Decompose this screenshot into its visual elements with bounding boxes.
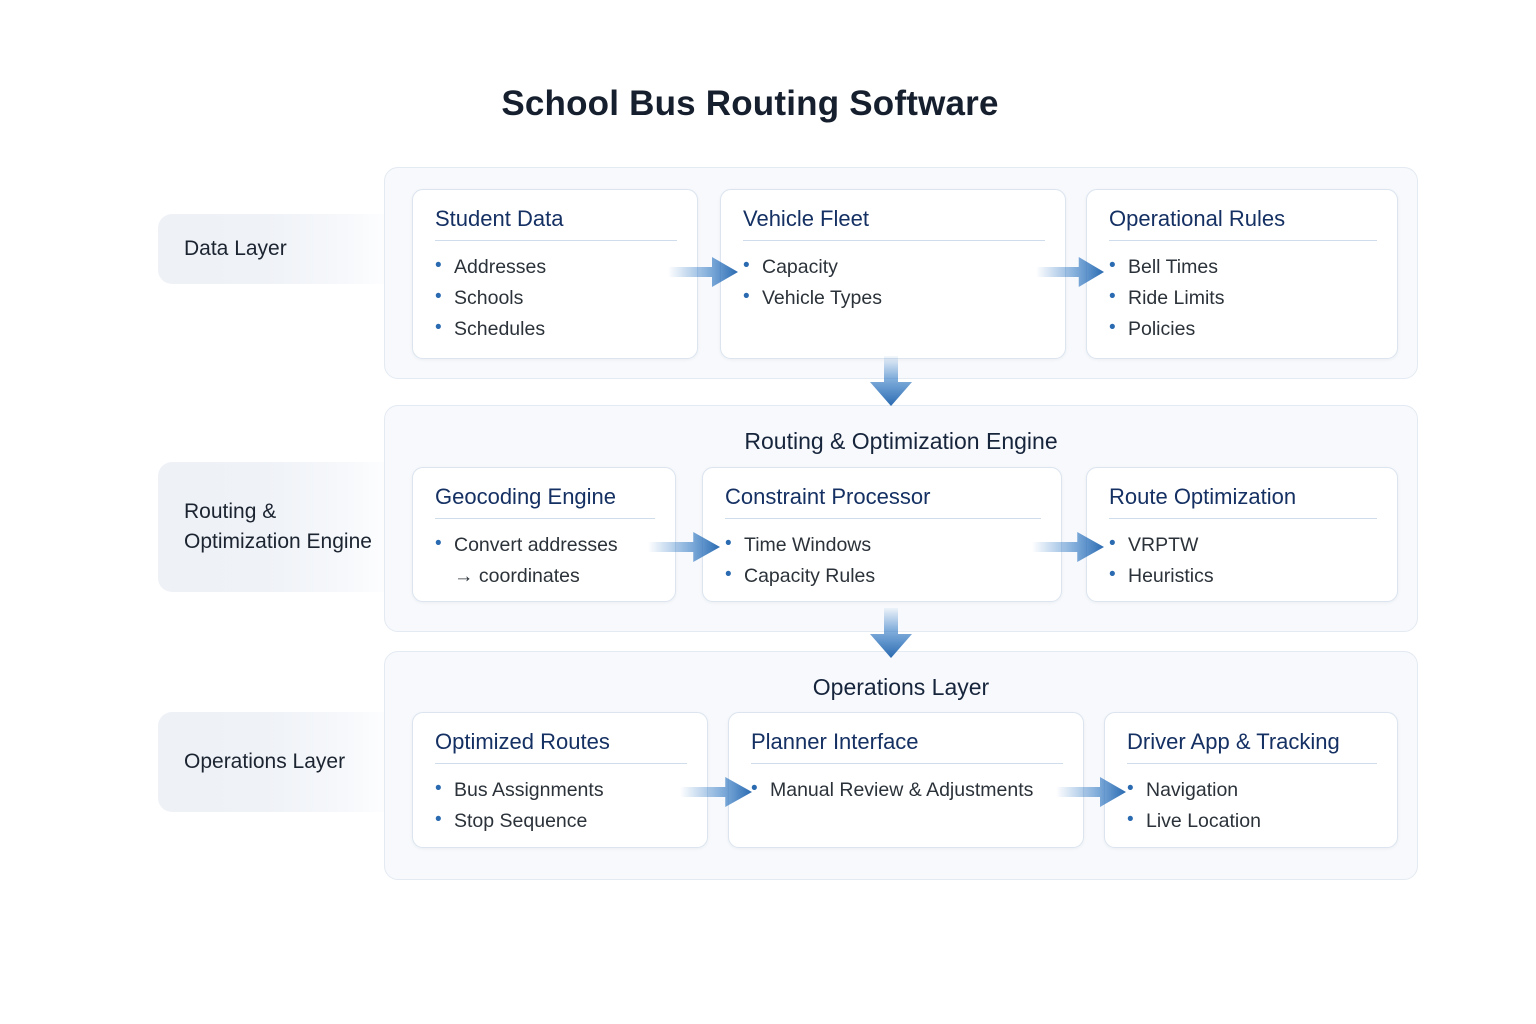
side-label-operations-layer: Operations Layer bbox=[158, 712, 396, 812]
list-item-continuation: → coordinates bbox=[454, 564, 580, 587]
card-divider bbox=[435, 518, 655, 520]
card-title: Vehicle Fleet bbox=[743, 206, 869, 231]
list-item: Stop Sequence bbox=[435, 805, 687, 837]
list-item: Heuristics bbox=[1109, 560, 1377, 592]
card-divider bbox=[1127, 763, 1377, 765]
list-item: Capacity bbox=[743, 251, 1045, 283]
card-route-optimization[interactable]: Route Optimization VRPTW Heuristics bbox=[1086, 467, 1398, 602]
card-optimized-routes[interactable]: Optimized Routes Bus Assignments Stop Se… bbox=[412, 712, 708, 848]
side-label-data-layer: Data Layer bbox=[158, 214, 396, 284]
card-list: Convert addresses → coordinates bbox=[435, 529, 655, 591]
card-list: Bus Assignments Stop Sequence bbox=[435, 774, 687, 837]
list-item: Navigation bbox=[1127, 774, 1377, 806]
card-vehicle-fleet[interactable]: Vehicle Fleet Capacity Vehicle Types bbox=[720, 189, 1066, 359]
card-divider bbox=[751, 763, 1063, 765]
card-title: Constraint Processor bbox=[725, 484, 931, 509]
card-constraint-processor[interactable]: Constraint Processor Time Windows Capaci… bbox=[702, 467, 1062, 602]
list-item: Bus Assignments bbox=[435, 774, 687, 806]
list-item: Capacity Rules bbox=[725, 560, 1041, 592]
side-label-text: Data Layer bbox=[184, 236, 287, 260]
card-title: Driver App & Tracking bbox=[1127, 729, 1340, 754]
card-student-data[interactable]: Student Data Addresses Schools Schedules bbox=[412, 189, 698, 359]
list-item: Vehicle Types bbox=[743, 282, 1045, 314]
card-driver-app-tracking[interactable]: Driver App & Tracking Navigation Live Lo… bbox=[1104, 712, 1398, 848]
card-list: Manual Review & Adjustments bbox=[751, 774, 1063, 806]
list-item: Convert addresses bbox=[435, 529, 655, 561]
card-list: Navigation Live Location bbox=[1127, 774, 1377, 837]
card-title: Optimized Routes bbox=[435, 729, 610, 754]
card-list: VRPTW Heuristics bbox=[1109, 529, 1377, 592]
card-divider bbox=[1109, 240, 1377, 242]
card-list: Addresses Schools Schedules bbox=[435, 251, 677, 345]
card-divider bbox=[725, 518, 1041, 520]
card-list: Bell Times Ride Limits Policies bbox=[1109, 251, 1377, 345]
card-divider bbox=[435, 240, 677, 242]
card-title: Planner Interface bbox=[751, 729, 919, 754]
card-divider bbox=[435, 763, 687, 765]
list-item: VRPTW bbox=[1109, 529, 1377, 561]
list-item: Ride Limits bbox=[1109, 282, 1377, 314]
card-title: Student Data bbox=[435, 206, 564, 231]
list-item: Schedules bbox=[435, 313, 677, 345]
layer-group-title-routing: Routing & Optimization Engine bbox=[744, 428, 1058, 454]
layer-group-title-operations: Operations Layer bbox=[812, 674, 990, 700]
list-item: Live Location bbox=[1127, 805, 1377, 837]
list-item: Policies bbox=[1109, 313, 1377, 345]
list-item: Bell Times bbox=[1109, 251, 1377, 283]
card-title: Route Optimization bbox=[1109, 484, 1297, 509]
list-item: Addresses bbox=[435, 251, 677, 283]
card-divider bbox=[1109, 518, 1377, 520]
side-label-text: Routing & Optimization Engine bbox=[184, 499, 372, 553]
card-geocoding-engine[interactable]: Geocoding Engine Convert addresses → coo… bbox=[412, 467, 676, 602]
side-label-text: Operations Layer bbox=[184, 749, 346, 773]
card-planner-interface[interactable]: Planner Interface Manual Review & Adjust… bbox=[728, 712, 1084, 848]
card-divider bbox=[743, 240, 1045, 242]
page-title: School Bus Routing Software bbox=[501, 84, 999, 123]
side-label-routing-layer: Routing & Optimization Engine bbox=[158, 462, 396, 592]
card-list: Time Windows Capacity Rules bbox=[725, 529, 1041, 592]
card-operational-rules[interactable]: Operational Rules Bell Times Ride Limits… bbox=[1086, 189, 1398, 359]
card-list: Capacity Vehicle Types bbox=[743, 251, 1045, 314]
list-item: Schools bbox=[435, 282, 677, 314]
card-title: Operational Rules bbox=[1109, 206, 1286, 231]
card-title: Geocoding Engine bbox=[435, 484, 617, 509]
list-item: Manual Review & Adjustments bbox=[751, 774, 1063, 806]
list-item: Time Windows bbox=[725, 529, 1041, 561]
